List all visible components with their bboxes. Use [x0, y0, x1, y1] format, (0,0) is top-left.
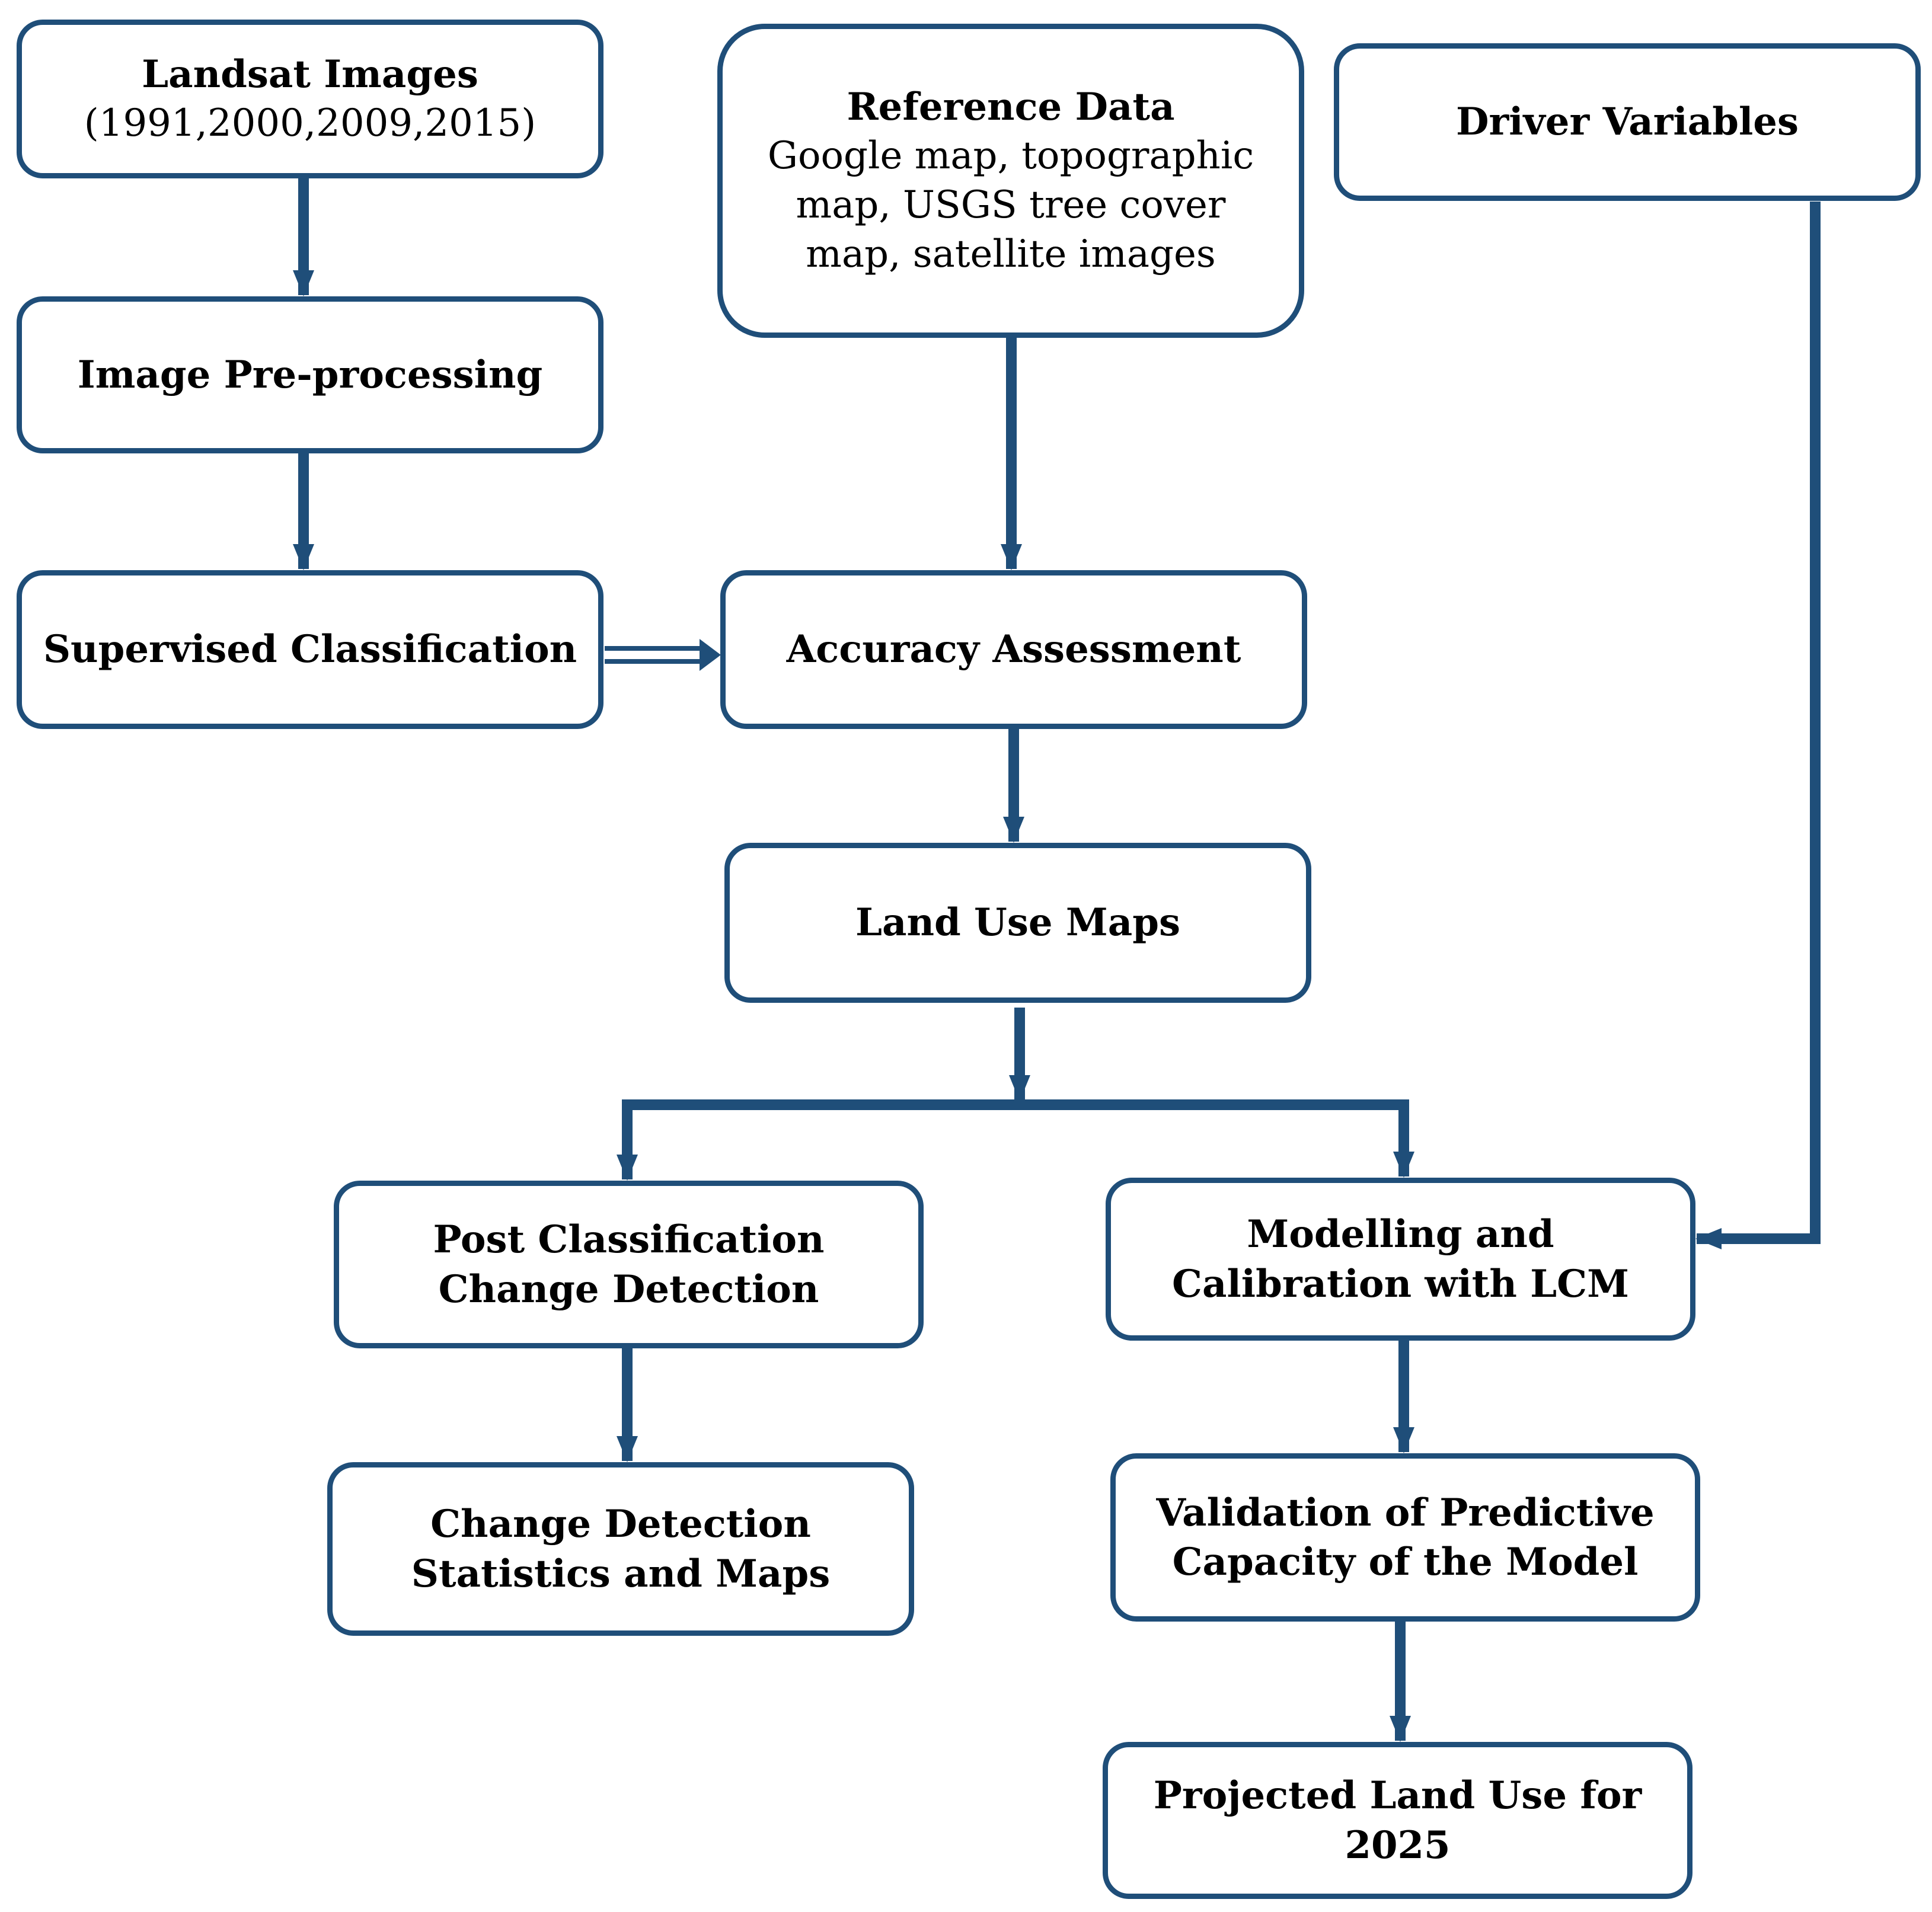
modelling-calibration-line: Modelling and [1247, 1212, 1554, 1257]
land-use-maps-box: Land Use Maps [724, 843, 1311, 1003]
image-preprocessing-title: Image Pre-processing [77, 352, 543, 397]
reference-data-box: Reference Data Google map, topographic m… [717, 24, 1304, 338]
projected-land-use-box: Projected Land Use for 2025 [1103, 1742, 1693, 1899]
change-detection-stats-line: Change Detection [430, 1502, 811, 1547]
projected-land-use-line: Projected Land Use for [1153, 1773, 1642, 1818]
land-use-maps-title: Land Use Maps [855, 900, 1180, 945]
landsat-images-box: Landsat Images (1991,2000,2009,2015) [17, 20, 603, 178]
reference-data-line: Google map, topographic [767, 133, 1254, 178]
modelling-calibration-line: Calibration with LCM [1172, 1261, 1629, 1306]
post-classification-box: Post Classification Change Detection [334, 1181, 924, 1348]
accuracy-assessment-title: Accuracy Assessment [786, 627, 1241, 672]
reference-data-line: map, USGS tree cover [796, 183, 1226, 227]
reference-data-line: map, satellite images [806, 232, 1216, 277]
landsat-images-years: (1991,2000,2009,2015) [84, 101, 537, 145]
supervised-classification-box: Supervised Classification [17, 570, 603, 729]
validation-line: Validation of Predictive [1156, 1490, 1655, 1535]
projected-land-use-line: 2025 [1345, 1823, 1451, 1868]
post-classification-line: Post Classification [433, 1217, 825, 1262]
driver-variables-box: Driver Variables [1334, 43, 1921, 201]
image-preprocessing-box: Image Pre-processing [17, 296, 603, 453]
modelling-calibration-box: Modelling and Calibration with LCM [1106, 1178, 1695, 1341]
arrow-split-to-modelling [1020, 1099, 1414, 1178]
reference-data-title: Reference Data [847, 84, 1175, 129]
change-detection-stats-line: Statistics and Maps [411, 1551, 831, 1596]
supervised-classification-title: Supervised Classification [43, 627, 577, 672]
validation-box: Validation of Predictive Capacity of the… [1110, 1453, 1700, 1622]
landsat-images-title: Landsat Images [142, 52, 478, 97]
driver-variables-title: Driver Variables [1456, 100, 1799, 145]
arrow-supervised-to-accuracy [605, 639, 721, 671]
accuracy-assessment-box: Accuracy Assessment [720, 570, 1307, 729]
arrow-driver-to-modelling [1695, 202, 1821, 1249]
arrow-split-to-post [617, 1099, 1020, 1181]
validation-line: Capacity of the Model [1172, 1540, 1639, 1584]
change-detection-stats-box: Change Detection Statistics and Maps [327, 1462, 914, 1636]
post-classification-line: Change Detection [438, 1267, 819, 1312]
